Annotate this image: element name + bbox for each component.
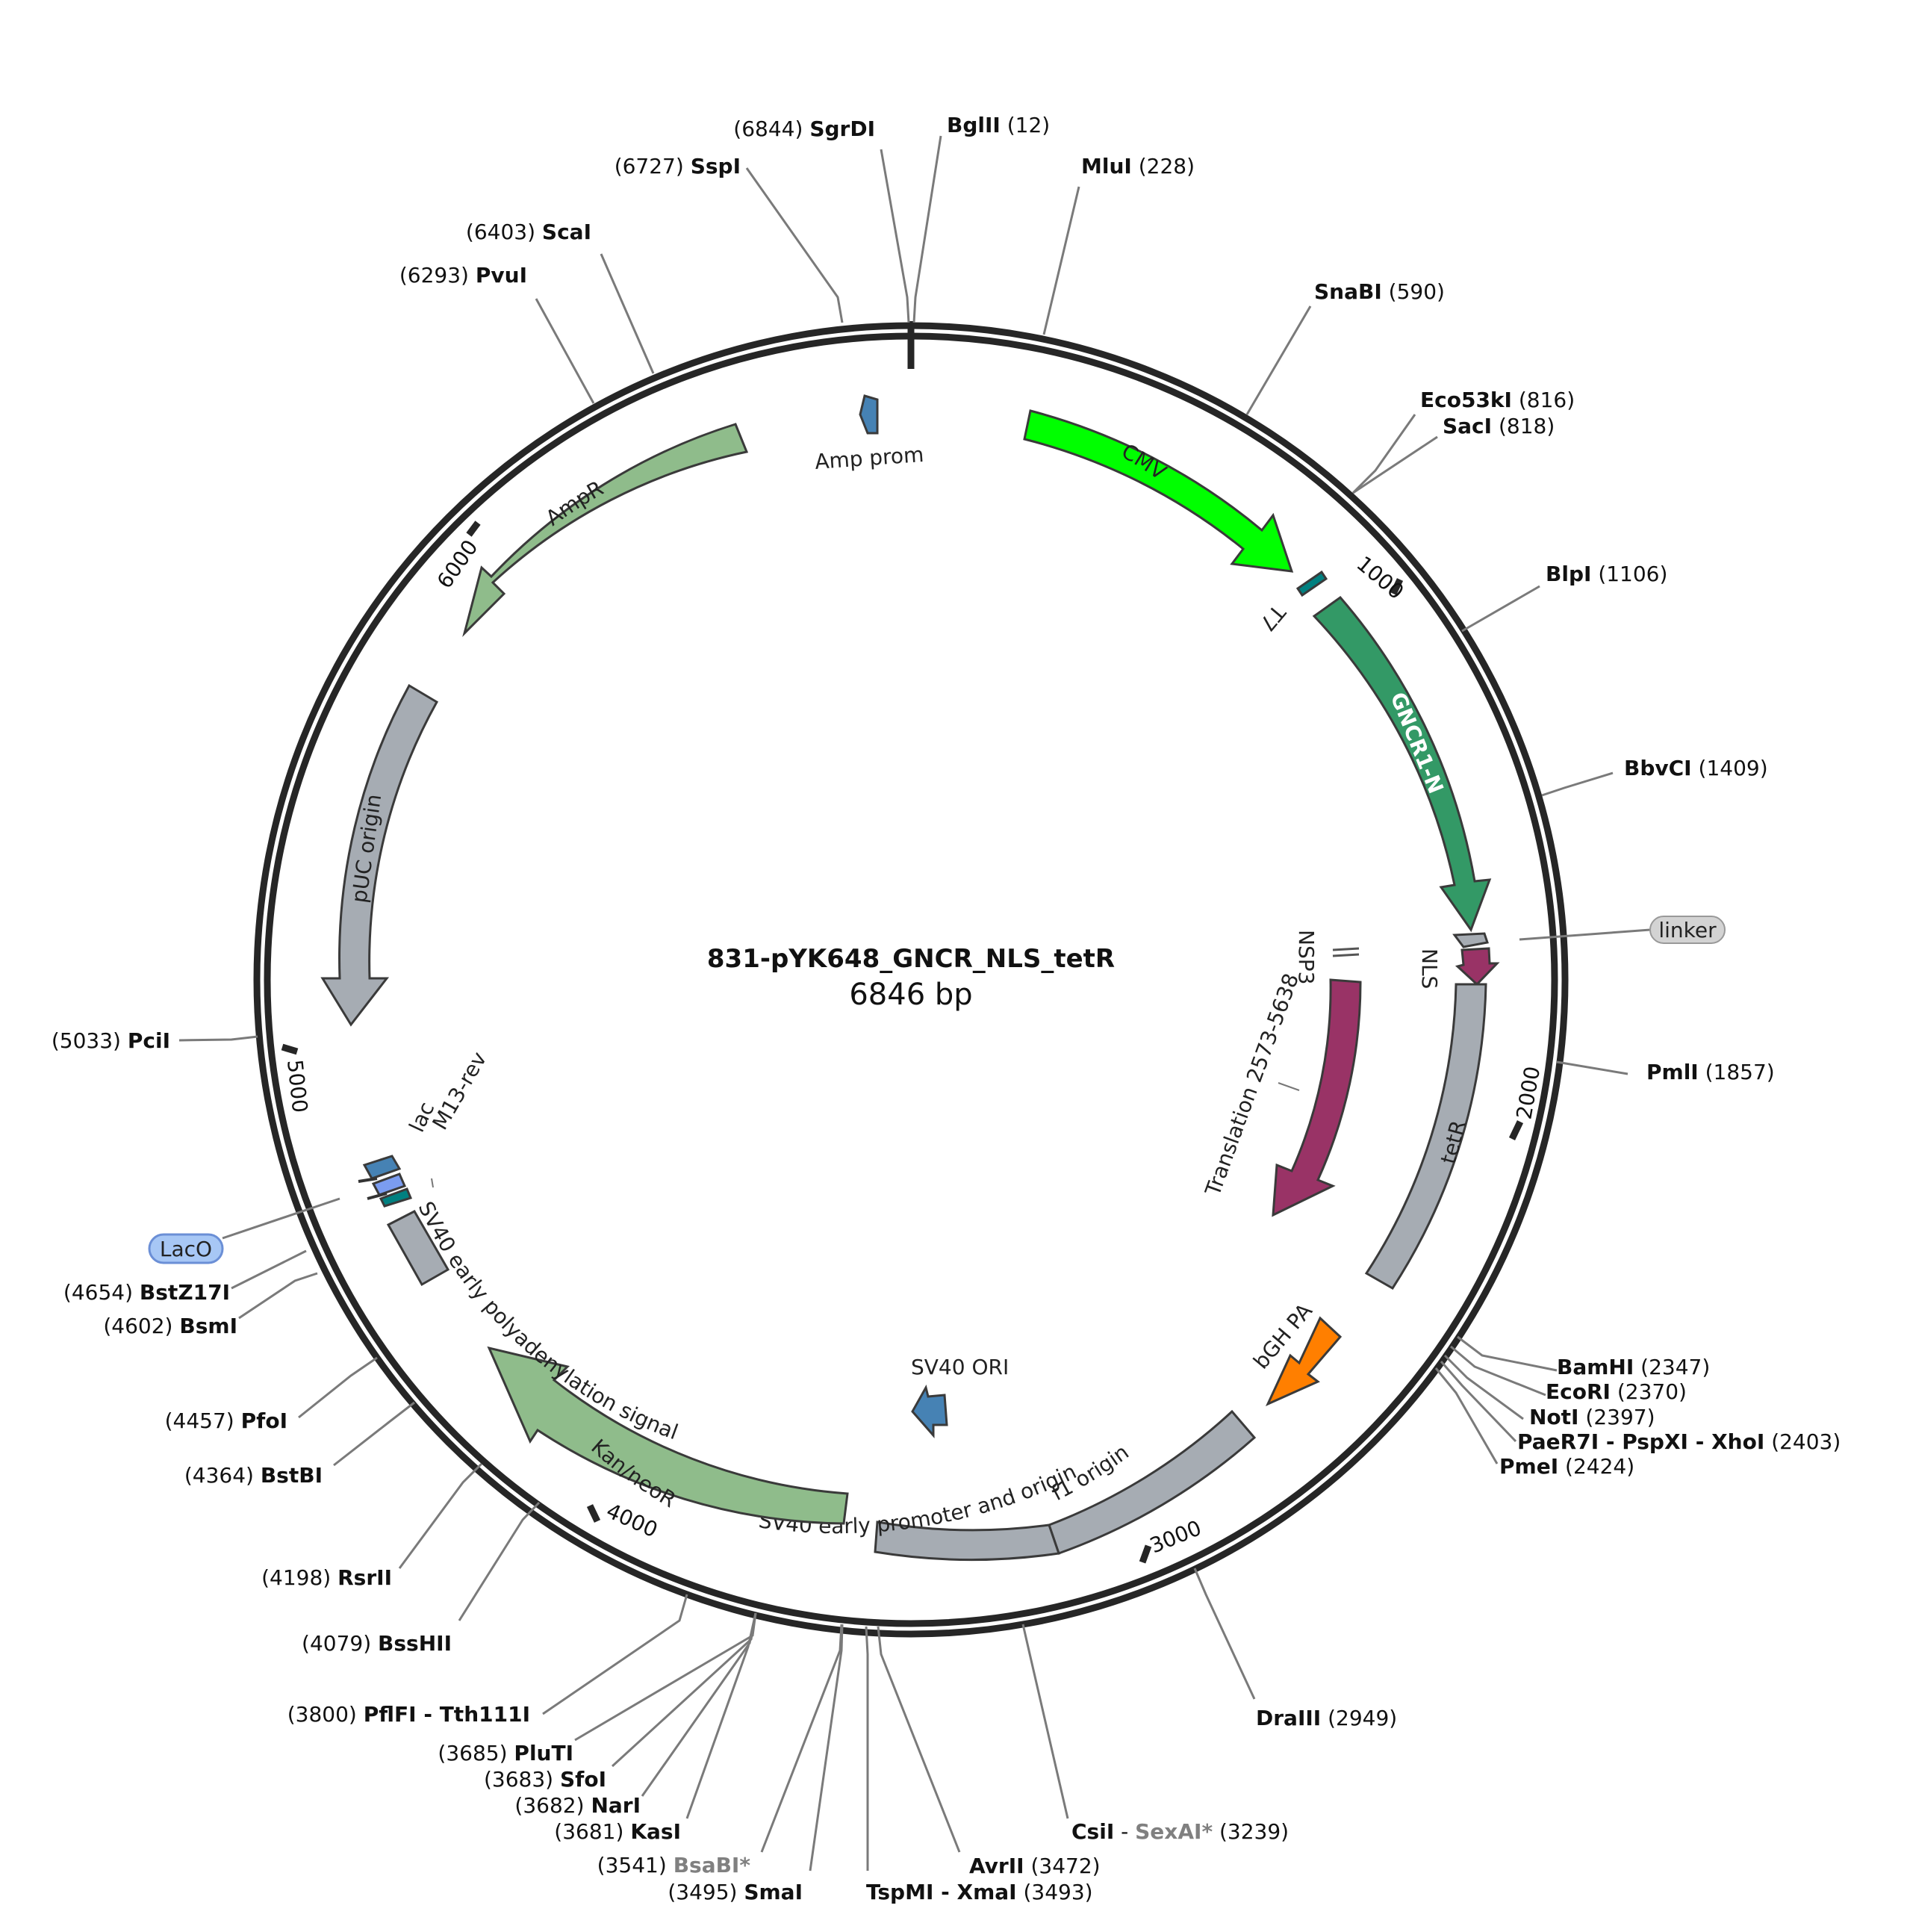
feature-label-laco: LacO <box>160 1237 212 1261</box>
site-kasi: (3681) KasI <box>554 1819 681 1844</box>
feature-tetr[interactable]: tetR <box>1364 983 1487 1290</box>
site-bsshii: (4079) BssHII <box>302 1631 452 1656</box>
site-saci: SacI (818) <box>1443 414 1555 438</box>
site-bstz17i: (4654) BstZ17I <box>63 1280 230 1305</box>
feature-laco[interactable]: LacO <box>148 1197 340 1264</box>
tick-mark-2000 <box>1508 1120 1524 1140</box>
site-csii: CsiI - SexAI* (3239) <box>1071 1819 1289 1844</box>
site-eco53ki: Eco53kI (816) <box>1420 388 1575 412</box>
feature-ampr[interactable]: AmpR <box>462 423 749 637</box>
tick-label-5000: 5000 <box>282 1058 312 1113</box>
site-avrii: AvrII (3472) <box>969 1854 1101 1878</box>
site-pmli: PmlI (1857) <box>1646 1060 1775 1084</box>
feature-label-m13-rev: M13-rev <box>427 1048 491 1134</box>
site-pvui: (6293) PvuI <box>399 263 527 288</box>
feature-nsp3[interactable]: NSP3 <box>1294 930 1360 984</box>
site-bsabi: (3541) BsaBI* <box>597 1853 751 1877</box>
site-bglii: BglII (12) <box>947 113 1050 137</box>
feature-sv40-ori[interactable]: SV40 ORI <box>911 1355 1009 1438</box>
tick-mark-6000 <box>466 521 481 537</box>
site-sgrdi: (6844) SgrDI <box>733 117 875 141</box>
tick-mark-5000 <box>281 1043 299 1055</box>
site-smai: (3495) SmaI <box>668 1880 803 1904</box>
feature-amp-prom[interactable]: Amp prom <box>814 394 924 474</box>
feature-label-translation: Translation 2573-5638 <box>1200 970 1304 1199</box>
site-leader-lines <box>178 135 1628 1872</box>
feature-bgh-pa[interactable]: bGH PA <box>1248 1299 1343 1407</box>
feature-t7[interactable]: T7 <box>1254 570 1328 636</box>
tick-mark-4000 <box>586 1504 601 1523</box>
feature-label-gncr1-n: GNCR1-N <box>1386 689 1449 797</box>
site-bbvci: BbvCI (1409) <box>1624 756 1768 780</box>
site-rsrii: (4198) RsrII <box>261 1565 392 1590</box>
feature-label-nls: NLS <box>1417 948 1442 989</box>
site-sspi: (6727) SspI <box>615 154 741 178</box>
site-mlui: MluI (228) <box>1081 154 1195 178</box>
feature-label-t7: T7 <box>1254 600 1290 636</box>
feature-translation[interactable]: Translation 2573-5638 <box>1200 970 1362 1217</box>
site-scai: (6403) ScaI <box>466 220 591 244</box>
feature-sv40-pa-block[interactable] <box>386 1210 450 1287</box>
feature-nls[interactable]: NLS <box>1417 947 1500 989</box>
site-nari: (3682) NarI <box>514 1793 641 1818</box>
site-bstbi: (4364) BstBI <box>184 1463 323 1488</box>
tick-label-4000: 4000 <box>603 1498 662 1542</box>
site-sfoi: (3683) SfoI <box>484 1767 606 1792</box>
site-xhoi: PaeR7I - PspXI - XhoI (2403) <box>1517 1429 1841 1454</box>
tick-mark-3000 <box>1139 1544 1152 1564</box>
site-draiii: DraIII (2949) <box>1256 1706 1397 1730</box>
feature-label-nsp3: NSP3 <box>1294 930 1319 984</box>
site-bamhi: BamHI (2347) <box>1557 1355 1710 1379</box>
plasmid-name: 831-pYK648_GNCR_NLS_tetR <box>707 944 1115 974</box>
tick-mark-1000 <box>1390 578 1404 595</box>
feature-label-sv40-ori: SV40 ORI <box>911 1355 1009 1379</box>
feature-lac-cluster[interactable]: lac M13-rev <box>358 1048 491 1208</box>
feature-puc-origin[interactable]: pUC origin <box>320 683 439 1027</box>
feature-linker[interactable]: linker <box>1452 916 1726 948</box>
site-pflfi: (3800) PflFI - Tth111I <box>287 1702 530 1727</box>
site-pmei: PmeI (2424) <box>1499 1454 1634 1479</box>
tick-label-3000: 3000 <box>1146 1515 1204 1558</box>
site-snabi: SnaBI (590) <box>1314 279 1445 304</box>
feature-label-linker: linker <box>1658 918 1717 942</box>
site-pluti: (3685) PluTI <box>438 1741 573 1765</box>
site-xmai: TspMI - XmaI (3493) <box>866 1880 1093 1904</box>
feature-label-amp-prom: Amp prom <box>814 442 924 474</box>
site-blpi: BlpI (1106) <box>1546 562 1667 586</box>
site-pcii: (5033) PciI <box>52 1028 170 1053</box>
feature-f1-origin[interactable]: f1 origin <box>1048 1409 1257 1555</box>
site-bsmi: (4602) BsmI <box>103 1314 237 1338</box>
site-pfoi: (4457) PfoI <box>165 1408 287 1433</box>
site-ecori: EcoRI (2370) <box>1546 1379 1687 1404</box>
site-noti: NotI (2397) <box>1529 1405 1655 1429</box>
plasmid-size: 6846 bp <box>849 978 972 1012</box>
